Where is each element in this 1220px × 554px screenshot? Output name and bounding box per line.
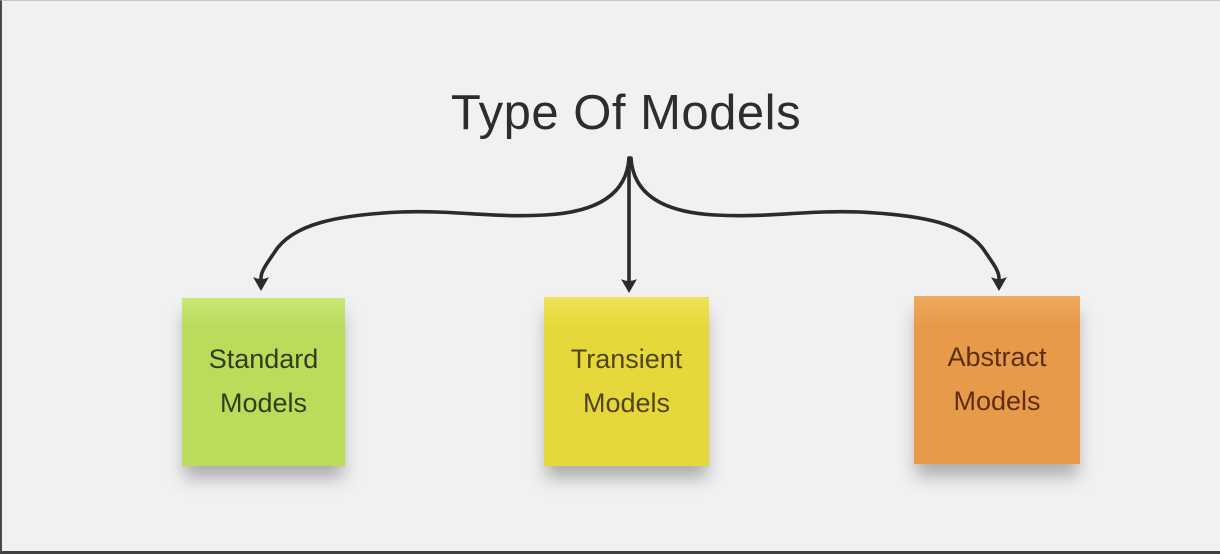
- arrow-head-to-standard: [253, 277, 269, 291]
- arrow-line-to-standard: [259, 156, 631, 280]
- arrow-line-to-abstract: [629, 156, 1001, 280]
- note-label-transient-models: Transient Models: [570, 343, 683, 418]
- note-label-standard-models: Standard Models: [208, 344, 319, 418]
- diagram-title: Type Of Models: [450, 86, 802, 140]
- note-label-abstract-models: Abstract Models: [947, 342, 1047, 416]
- arrow-head-to-abstract: [991, 277, 1007, 291]
- arrow-head-to-transient: [621, 279, 637, 293]
- sticky-note-abstract-models: Abstract Models: [914, 296, 1080, 464]
- sticky-note-transient-models: Transient Models: [544, 297, 709, 466]
- sticky-note-standard-models: Standard Models: [182, 298, 345, 466]
